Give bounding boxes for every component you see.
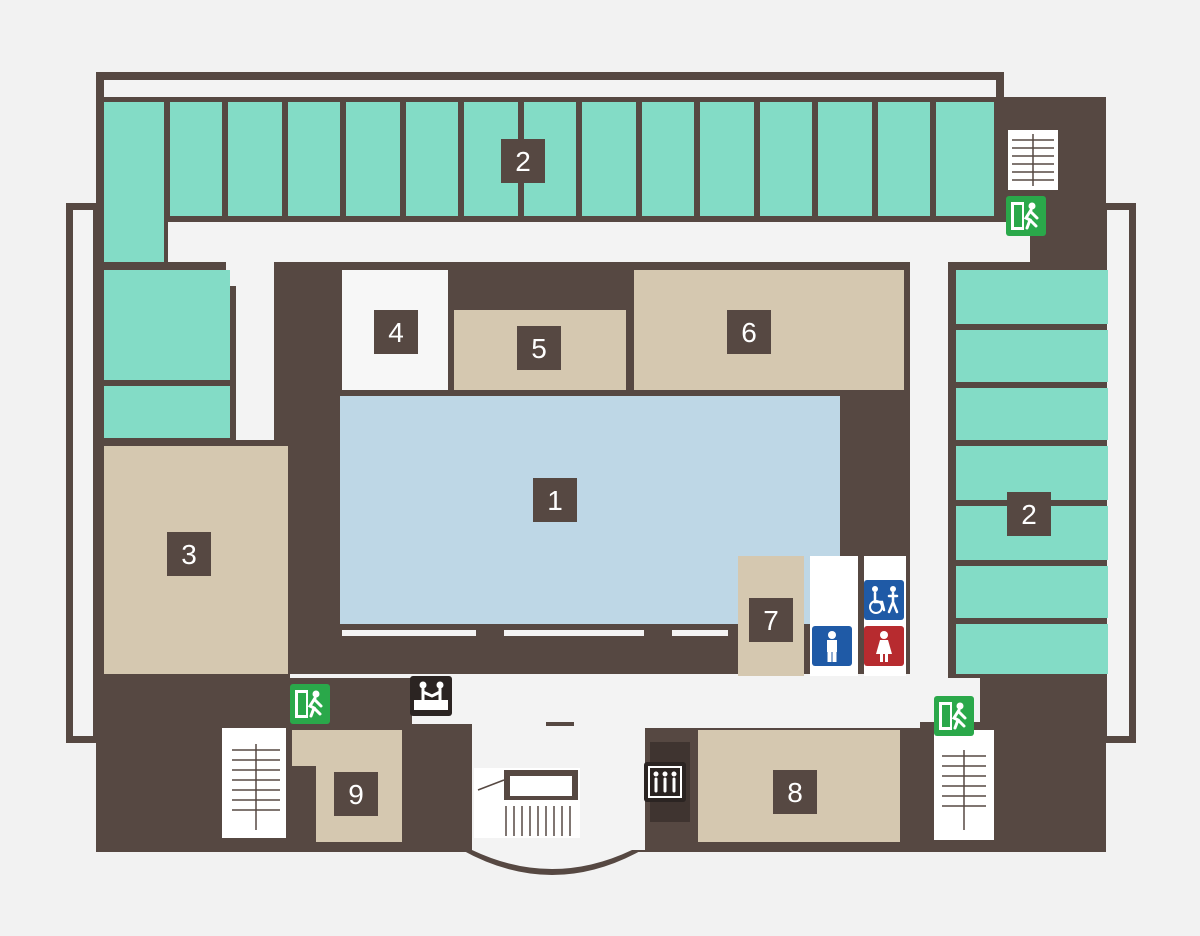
label-room-9: 9 (334, 772, 378, 816)
offices-east (956, 270, 1108, 674)
label-room-7: 7 (749, 598, 793, 642)
label-text: 2 (1021, 499, 1037, 530)
label-room-4: 4 (374, 310, 418, 354)
elevator-icon (644, 762, 686, 802)
label-text: 5 (531, 333, 547, 364)
label-room-5: 5 (517, 326, 561, 370)
stairs-southeast (934, 730, 994, 840)
emergency-exit-icon (1006, 196, 1046, 236)
label-text: 9 (348, 779, 364, 810)
label-room-3: 3 (167, 532, 211, 576)
label-text: 1 (547, 485, 563, 516)
offices-west (104, 270, 230, 438)
label-text: 3 (181, 539, 197, 570)
label-text: 4 (388, 317, 404, 348)
stairs-southwest (222, 728, 286, 838)
main-stairs (474, 722, 580, 838)
label-room-2-north: 2 (501, 139, 545, 183)
emergency-exit-icon (290, 684, 330, 724)
label-room-2-east: 2 (1007, 492, 1051, 536)
label-room-6: 6 (727, 310, 771, 354)
label-text: 7 (763, 605, 779, 636)
offices-north (104, 102, 994, 262)
label-room-1: 1 (533, 478, 577, 522)
label-text: 8 (787, 777, 803, 808)
accessible-restroom-icon (864, 580, 904, 620)
label-text: 2 (515, 146, 531, 177)
restroom-male-icon (812, 626, 852, 666)
label-text: 6 (741, 317, 757, 348)
restroom-female-icon (864, 626, 904, 666)
emergency-exit-icon (934, 696, 974, 736)
label-room-8: 8 (773, 770, 817, 814)
hall-1-bottom-openings (342, 630, 728, 636)
reception-desk-icon (410, 676, 452, 716)
